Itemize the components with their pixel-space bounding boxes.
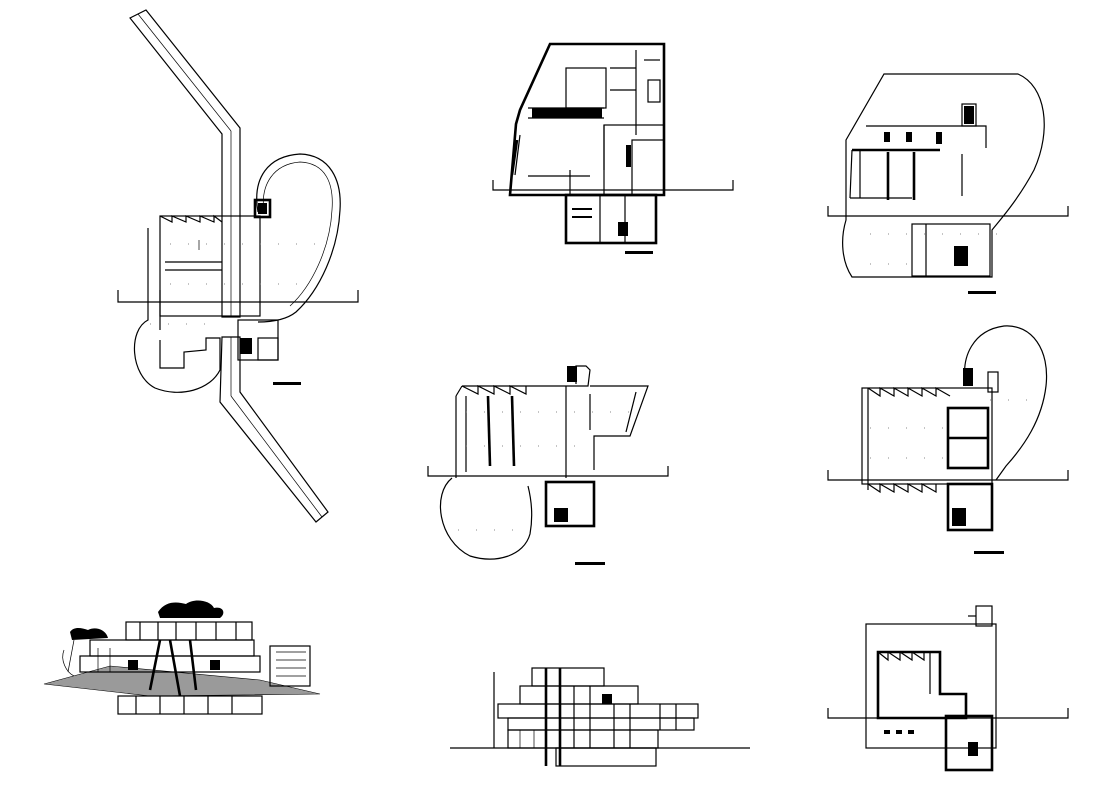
floor-plan-sawtooth-west <box>427 365 669 565</box>
floor-plan-curved-terrace <box>827 73 1069 294</box>
elevation-view <box>450 667 750 767</box>
perspective-view <box>43 600 321 715</box>
floor-plan-sawtooth-south <box>827 325 1069 554</box>
upper-floor-plan <box>492 42 734 254</box>
roof-plan <box>827 605 1069 772</box>
site-plan-with-ramps <box>117 9 359 523</box>
